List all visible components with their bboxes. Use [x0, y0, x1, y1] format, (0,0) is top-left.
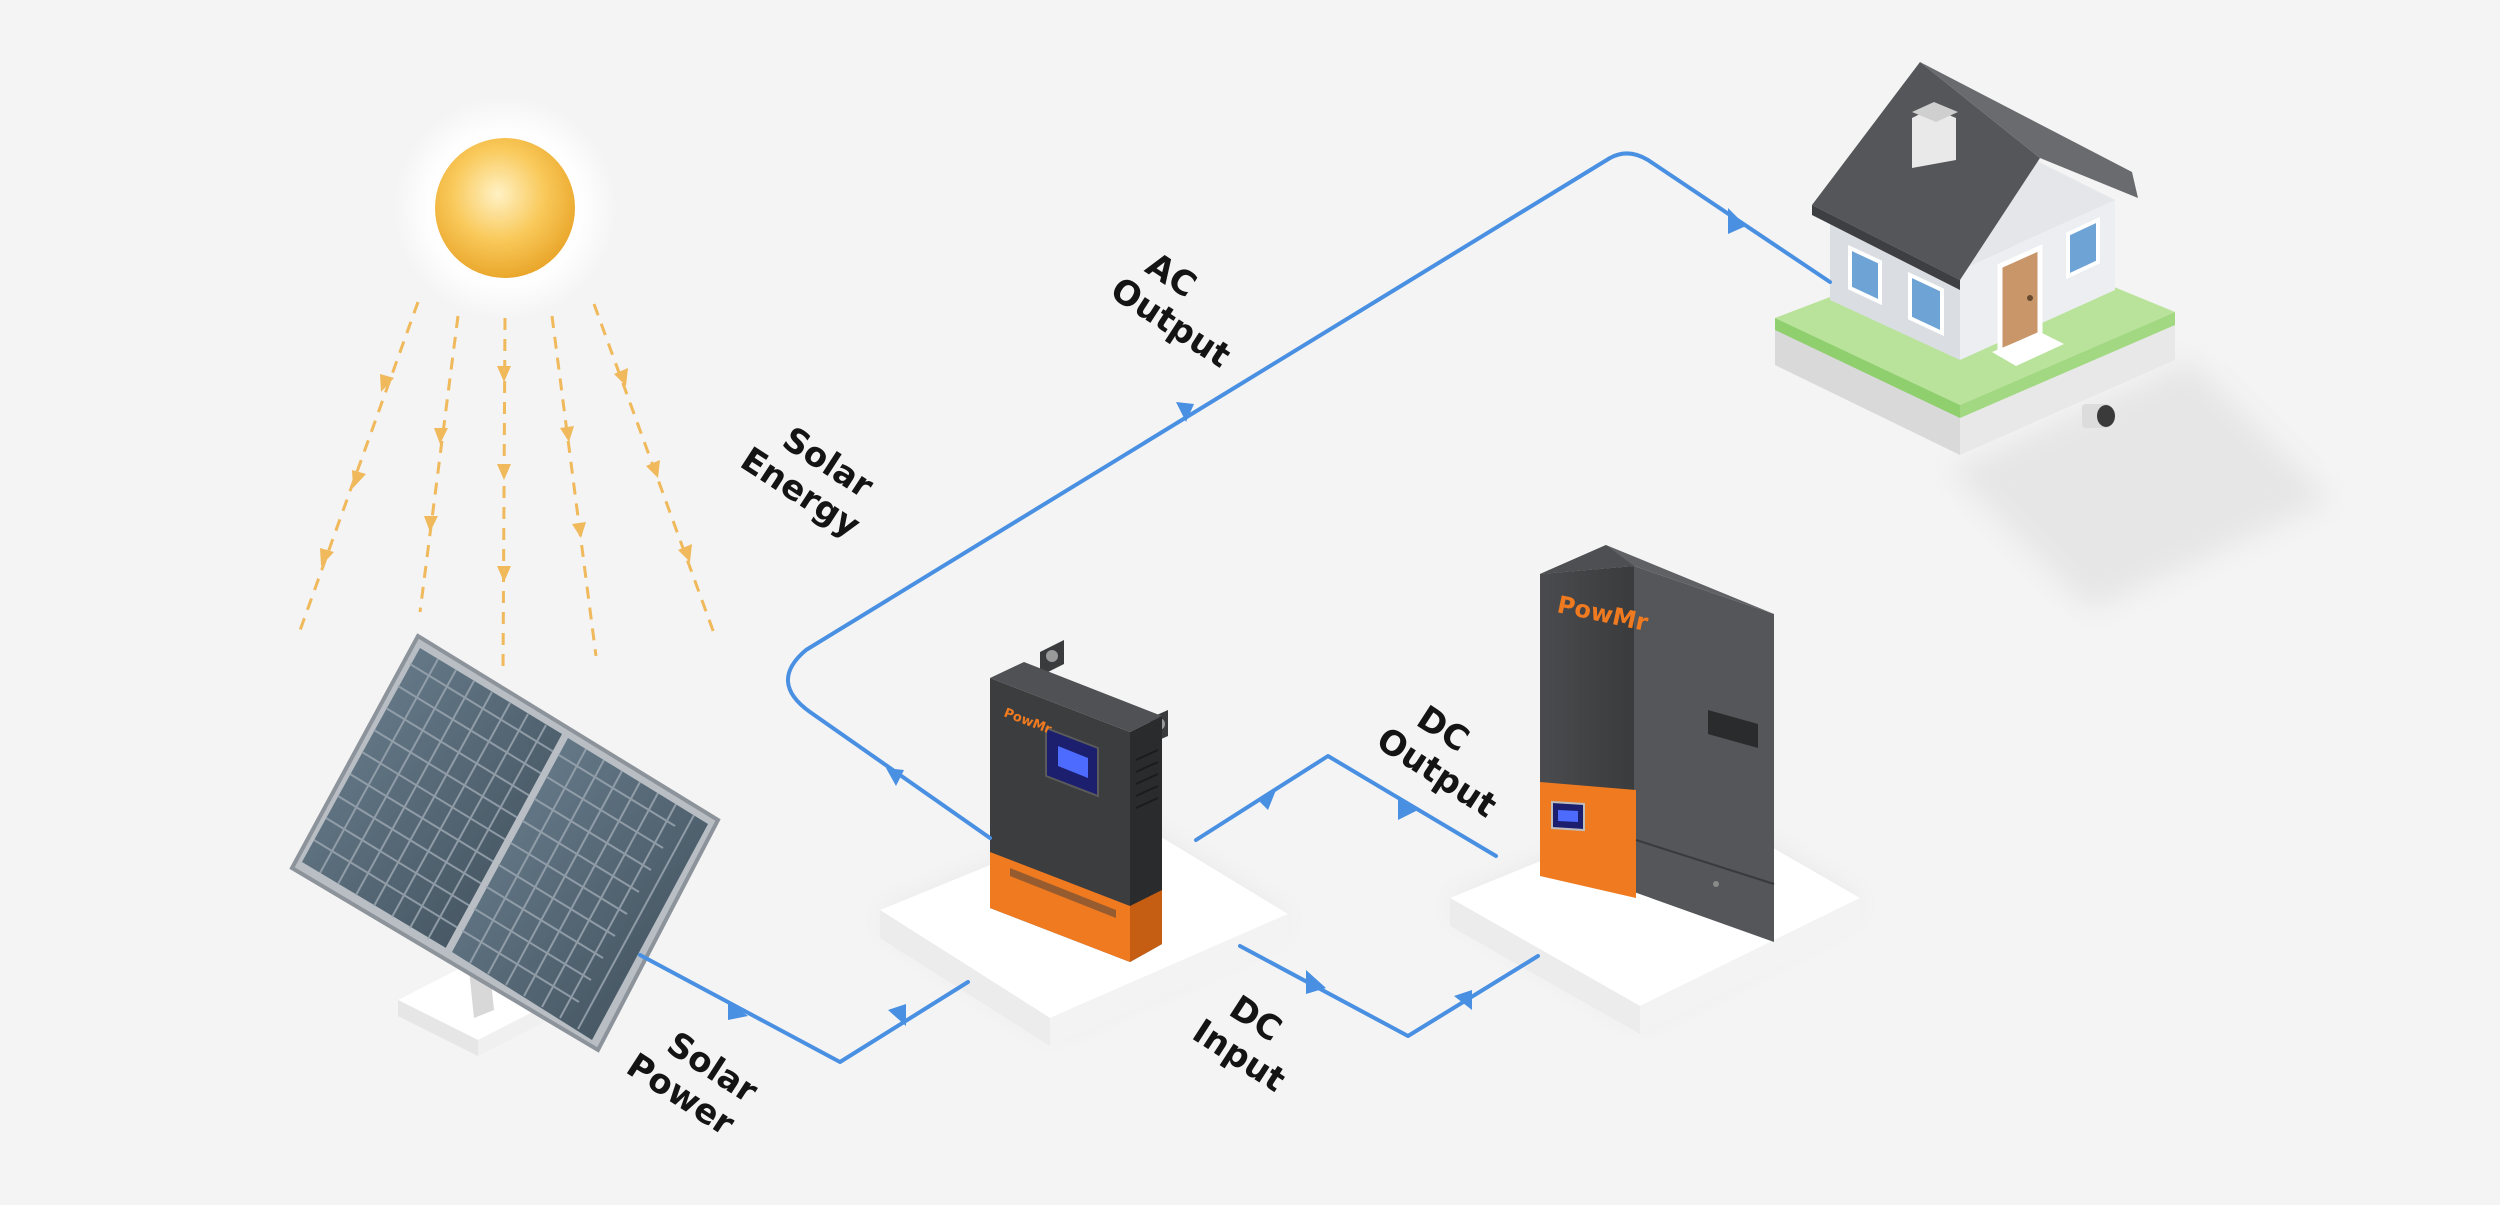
ray-arrow-icon [320, 548, 334, 566]
ray-arrow-icon [380, 374, 394, 392]
ray-arrow-icon [572, 522, 586, 538]
solar-panel-icon [289, 633, 721, 1053]
battery-device [1540, 545, 1775, 942]
arrow-icon [1454, 990, 1472, 1010]
sun-ray [418, 315, 460, 613]
ray-arrow-icon [614, 368, 628, 386]
sun-ray [501, 317, 507, 673]
house-icon [1775, 62, 2330, 610]
solar-power-line [638, 953, 970, 1064]
sun-ray [296, 301, 420, 637]
label-ac-output: AC Output [1103, 245, 1237, 376]
arrow-icon [1258, 790, 1276, 810]
arrow-icon [1398, 798, 1418, 820]
arrow-icon [1176, 402, 1194, 422]
arrow-icon [886, 768, 904, 786]
label-solar-energy: Solar Energy [733, 419, 880, 546]
arrow-icon [1306, 970, 1326, 994]
ray-arrow-icon [434, 428, 448, 444]
inverter-device [990, 640, 1168, 962]
ray-arrow-icon [352, 470, 366, 488]
ray-arrow-icon [560, 426, 574, 442]
ray-arrow-icon [424, 516, 438, 532]
ac-output-line [786, 151, 1832, 840]
sun-rays [296, 301, 717, 673]
ray-arrow-icon [497, 464, 511, 480]
arrow-icon [1728, 208, 1746, 234]
sun-icon [393, 96, 617, 320]
dc-output-line [1194, 754, 1498, 858]
sun-ray [550, 315, 598, 657]
label-dc-input: DC Input [1185, 988, 1292, 1101]
ray-arrow-icon [678, 544, 692, 562]
arrow-icon [888, 1004, 906, 1026]
sun-ray-arrows [320, 366, 692, 582]
dc-input-line [1238, 944, 1540, 1038]
label-solar-power: Solar Power [619, 1024, 764, 1144]
ray-arrow-icon [646, 460, 660, 478]
flow-lines [638, 151, 1832, 1064]
ray-arrow-icon [497, 366, 511, 382]
flow-arrows [728, 208, 1746, 1026]
ray-arrow-icon [497, 566, 511, 582]
arrow-icon [728, 1000, 748, 1020]
label-dc-output: DC Output [1369, 698, 1503, 826]
